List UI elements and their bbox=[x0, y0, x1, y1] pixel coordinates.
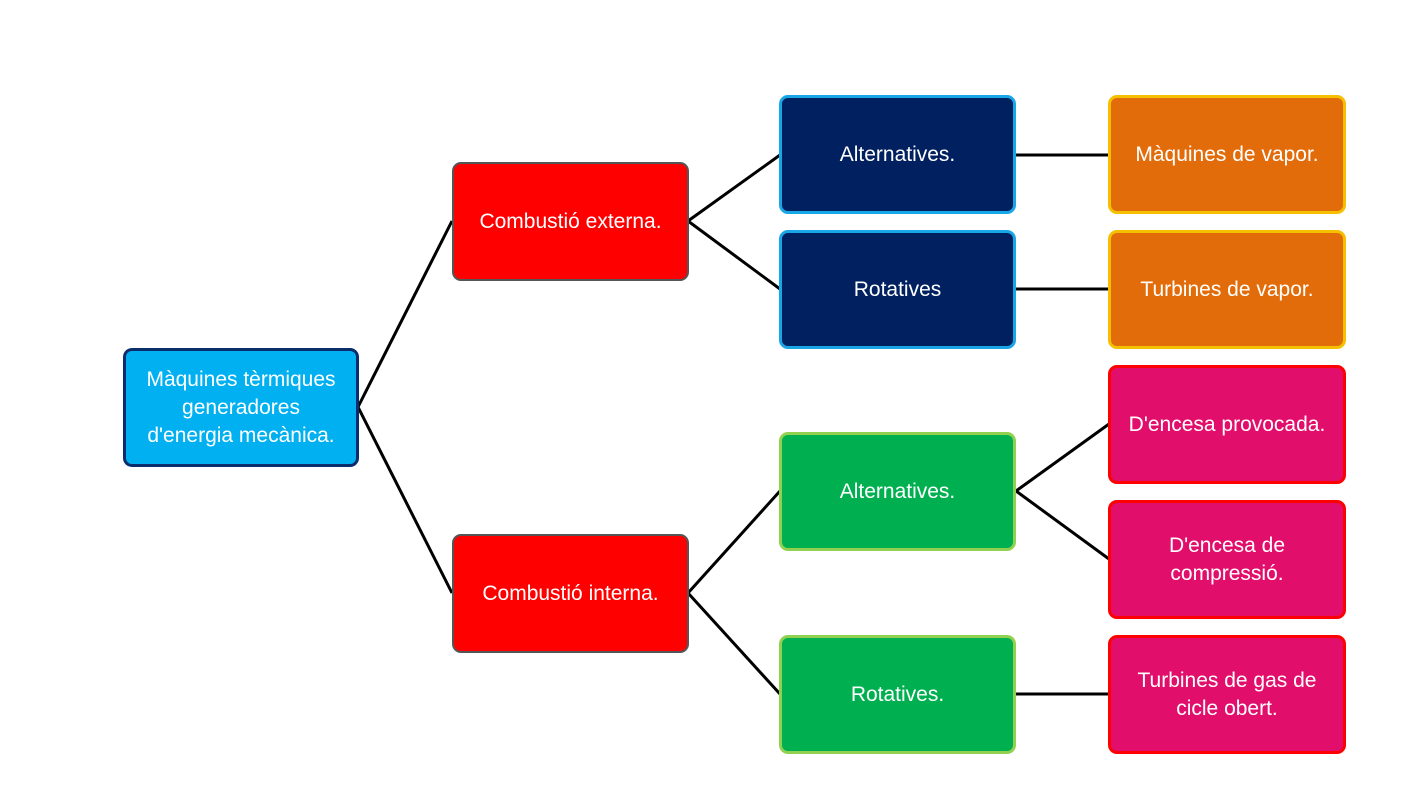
external-combustion-label: Combustió externa. bbox=[479, 209, 662, 233]
spark-ignition-label: D'encesa provocada. bbox=[1128, 412, 1326, 436]
external-combustion-node: Combustió externa. bbox=[452, 162, 689, 281]
connector-root-internal bbox=[356, 406, 454, 594]
connector-internal-rotatives bbox=[686, 591, 782, 696]
compression-ignition-node: D'encesa de compressió. bbox=[1108, 500, 1346, 619]
spark-ignition-node: D'encesa provocada. bbox=[1108, 365, 1346, 484]
external-rotatives-label: Rotatives bbox=[853, 277, 942, 301]
steam-turbines-label: Turbines de vapor. bbox=[1140, 277, 1314, 301]
gas-turbines-label: Turbines de gas de cicle obert. bbox=[1137, 668, 1317, 720]
connector-int-alt-spark-ignition bbox=[1015, 422, 1110, 493]
internal-rotatives-node: Rotatives. bbox=[779, 635, 1016, 754]
steam-engines-label: Màquines de vapor. bbox=[1135, 142, 1319, 166]
external-alternatives-node: Alternatives. bbox=[779, 95, 1016, 214]
internal-alternatives-node: Alternatives. bbox=[779, 432, 1016, 551]
connector-internal-alternatives bbox=[686, 489, 782, 595]
internal-combustion-node: Combustió interna. bbox=[452, 534, 689, 653]
steam-turbines-node: Turbines de vapor. bbox=[1108, 230, 1346, 349]
root-node: Màquines tèrmiques generadores d'energia… bbox=[123, 348, 359, 467]
root-node-label: Màquines tèrmiques generadores d'energia… bbox=[146, 367, 336, 447]
compression-ignition-label: D'encesa de compressió. bbox=[1168, 533, 1286, 585]
gas-turbines-node: Turbines de gas de cicle obert. bbox=[1108, 635, 1346, 754]
internal-combustion-label: Combustió interna. bbox=[482, 581, 659, 605]
connector-external-alternatives bbox=[687, 153, 781, 223]
connector-root-external bbox=[356, 220, 454, 408]
external-rotatives-node: Rotatives bbox=[779, 230, 1016, 349]
internal-alternatives-label: Alternatives. bbox=[839, 479, 956, 503]
internal-rotatives-label: Rotatives. bbox=[850, 682, 945, 706]
connector-external-rotatives bbox=[687, 219, 781, 291]
steam-engines-node: Màquines de vapor. bbox=[1108, 95, 1346, 214]
external-alternatives-label: Alternatives. bbox=[839, 142, 956, 166]
connector-int-alt-compression-ignition bbox=[1015, 489, 1110, 561]
